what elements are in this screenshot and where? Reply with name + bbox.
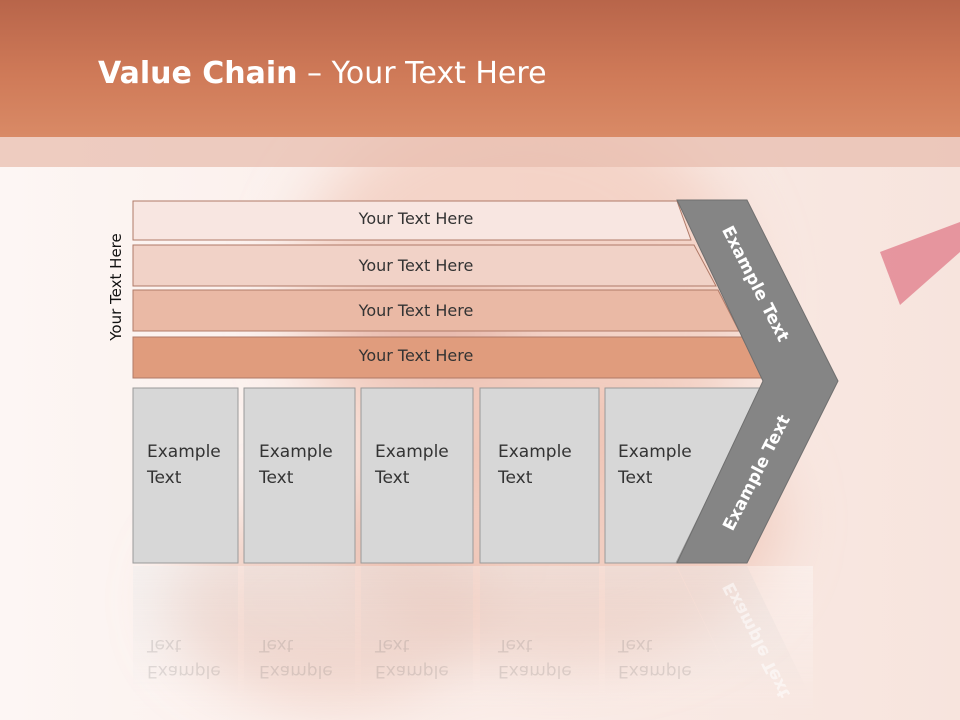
box-1-shape[interactable] bbox=[132, 387, 239, 564]
row-4-label: Your Text Here bbox=[358, 346, 474, 365]
box-4-reflection: Example Text bbox=[498, 635, 572, 681]
box-4-label: Example Text bbox=[498, 442, 572, 488]
title-bold: Value Chain bbox=[98, 56, 298, 91]
slide-title: Value Chain – Your Text Here bbox=[98, 54, 547, 94]
box-3-label: Example Text bbox=[375, 442, 449, 488]
row-1-shape[interactable] bbox=[132, 200, 692, 241]
pen-shape bbox=[880, 222, 960, 305]
chevron-arrow-shape[interactable] bbox=[676, 199, 839, 564]
reflection bbox=[133, 566, 813, 716]
row-2-label: Your Text Here bbox=[358, 256, 474, 275]
box-5-label: Example Text bbox=[618, 442, 692, 488]
box-3-reflection: Example Text bbox=[375, 635, 449, 681]
title-strip bbox=[0, 137, 960, 167]
box-2-shape[interactable] bbox=[243, 387, 356, 564]
box-5-reflection: Example Text bbox=[618, 635, 692, 681]
box-2-reflection: Example Text bbox=[259, 635, 333, 681]
box-2-label: Example Text bbox=[259, 442, 333, 488]
box-4-shape[interactable] bbox=[479, 387, 600, 564]
row-2-shape[interactable] bbox=[132, 244, 717, 287]
box-5-shape[interactable] bbox=[604, 387, 763, 564]
box-1-reflection: Example Text bbox=[147, 635, 221, 681]
box-3-shape[interactable] bbox=[360, 387, 474, 564]
row-3-label: Your Text Here bbox=[358, 301, 474, 320]
title-bar bbox=[0, 0, 960, 137]
box-1-label: Example Text bbox=[147, 442, 221, 488]
title-rest: – Your Text Here bbox=[297, 56, 547, 91]
row-1-label: Your Text Here bbox=[358, 209, 474, 228]
